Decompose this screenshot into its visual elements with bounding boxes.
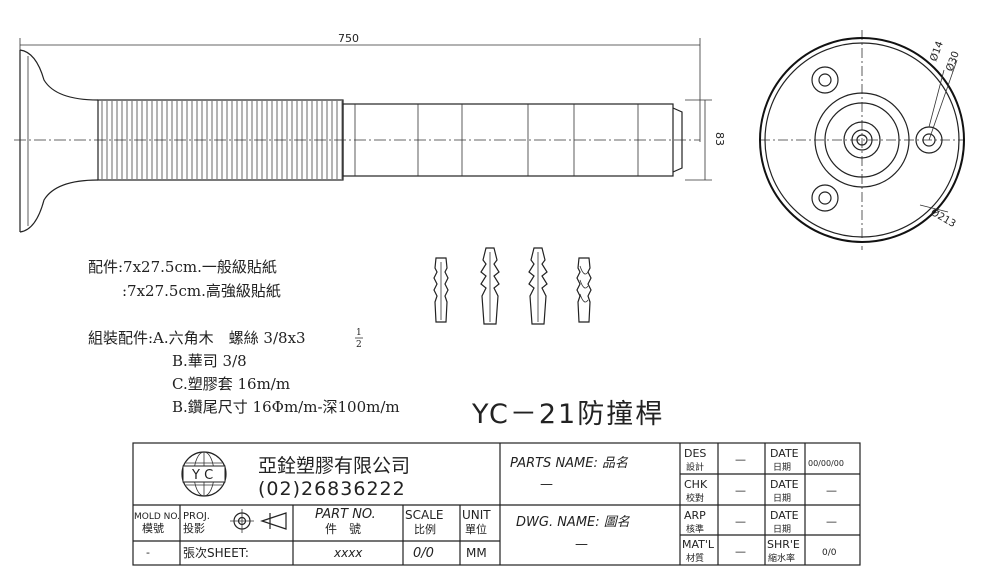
unit-label-zh: 單位 (465, 522, 487, 536)
assembly-fraction-denominator: 2 (356, 340, 362, 350)
date1-label-zh: 日期 (773, 462, 791, 473)
projection-symbol-icon (230, 509, 287, 533)
date2-label: DATE (770, 478, 799, 491)
shrink-value: 0/0 (822, 548, 837, 558)
diameter-30-label: Ø30 (944, 50, 962, 73)
date1-value: 00/00/00 (808, 459, 844, 468)
anchor-sleeve (480, 247, 500, 325)
scale-value: 0/0 (413, 546, 434, 561)
anchor-sleeves (433, 247, 592, 325)
mold-no-label-zh: 模號 (142, 522, 164, 535)
arp-label-zh: 核準 (686, 523, 704, 535)
company-logo: Y C (181, 451, 227, 497)
dwg-name-value: — (575, 537, 588, 552)
logo-text: Y C (191, 468, 213, 483)
des-value: — (735, 453, 746, 466)
company-phone: (02)26836222 (258, 478, 406, 500)
matl-label-zh: 材質 (686, 552, 704, 564)
anchor-sleeve (576, 257, 592, 323)
notes: 配件:7x27.5cm.一般級貼紙 :7x27.5cm.高強級貼紙 組裝配件:A… (88, 258, 400, 416)
date3-label-zh: 日期 (773, 524, 791, 535)
unit-value: MM (466, 546, 487, 560)
chk-label-zh: 校對 (686, 492, 704, 504)
part-no-label-zh: 件 號 (325, 522, 361, 536)
assembly-note-c: C.塑膠套 16m/m (172, 375, 290, 393)
parts-name-label: PARTS NAME: 品名 (510, 456, 629, 471)
anchor-sleeve (433, 257, 449, 323)
assembly-note-a: 組裝配件:A.六角木 螺絲 3/8x3 (88, 329, 306, 347)
end-view: Ø14 Ø30 Ø213 (759, 30, 965, 250)
parts-name-value: — (540, 477, 553, 492)
arp-label: ARP (684, 509, 706, 522)
part-no-value: xxxx (333, 546, 363, 560)
mold-no-label: MOLD NO. (134, 512, 180, 522)
date1-label: DATE (770, 447, 799, 460)
accessory-note-2: :7x27.5cm.高強級貼紙 (122, 282, 281, 300)
arp-value: — (735, 515, 746, 528)
dwg-name-label: DWG. NAME: 圖名 (516, 515, 631, 530)
date3-label: DATE (770, 509, 799, 522)
proj-label-zh: 投影 (183, 521, 205, 535)
accessory-note-1: 配件:7x27.5cm.一般級貼紙 (88, 258, 277, 276)
length-dimension: 750 (338, 32, 359, 45)
shrink-label: SHR'E (767, 538, 800, 551)
chk-label: CHK (684, 478, 708, 491)
chk-value: — (735, 484, 746, 497)
des-label-zh: 設計 (686, 461, 704, 473)
product-title: YC－21防撞桿 (471, 399, 664, 430)
anchor-sleeve (528, 247, 548, 325)
title-block: Y C 亞銓塑膠有限公司 (02)26836222 PARTS NAME: 品名… (132, 442, 861, 566)
height-dimension: 83 (713, 132, 726, 146)
assembly-fraction-numerator: 1 (356, 328, 362, 338)
company-name: 亞銓塑膠有限公司 (258, 455, 410, 477)
matl-value: — (735, 545, 746, 558)
date3-value: — (826, 515, 837, 528)
flange-outline (759, 37, 965, 243)
side-view: 750 83 (14, 32, 726, 233)
diameter-213-label: Ø213 (929, 206, 958, 230)
part-no-label: PART NO. (315, 507, 376, 522)
diameter-14-label: Ø14 (928, 40, 946, 63)
assembly-note-b: B.華司 3/8 (172, 352, 247, 370)
des-label: DES (684, 447, 706, 460)
shrink-label-zh: 縮水率 (768, 552, 795, 564)
assembly-note-d: B.鑽尾尺寸 16Φm/m-深100m/m (172, 398, 400, 416)
sheet-label: 張次SHEET: (183, 546, 249, 560)
bolt-hole (811, 66, 839, 94)
bolt-hole (811, 184, 839, 212)
date2-label-zh: 日期 (773, 493, 791, 504)
scale-label-zh: 比例 (414, 522, 436, 536)
mold-no-value: - (146, 546, 150, 559)
matl-label: MAT'L (682, 538, 715, 551)
unit-label: UNIT (462, 508, 491, 522)
proj-label: PROJ. (183, 511, 210, 522)
scale-label: SCALE (405, 508, 443, 522)
date2-value: — (826, 484, 837, 497)
